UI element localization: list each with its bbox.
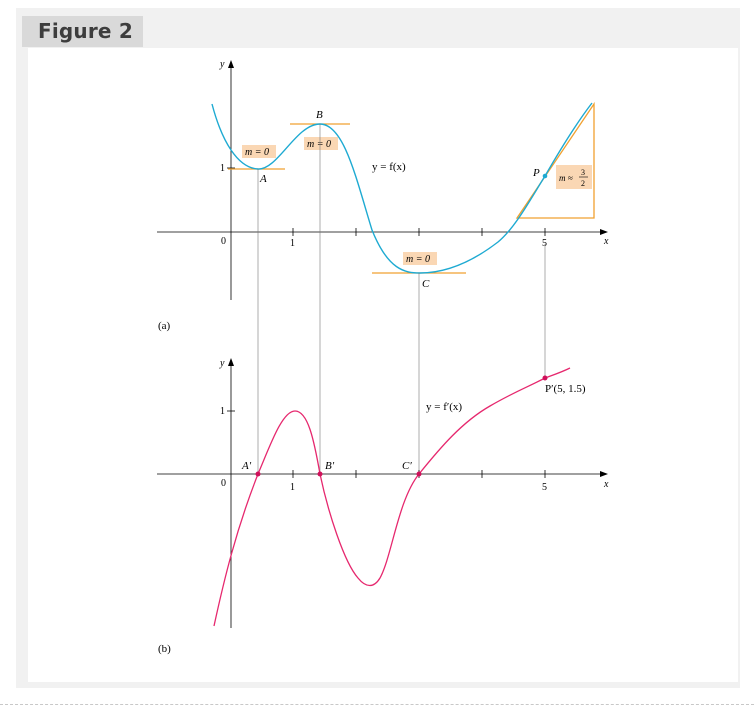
f-prime-curve-label: y = f′(x)	[426, 401, 462, 413]
panel-a: y x 0 1 5 1 m = 0 m = 0 m = 0 m ≈	[157, 59, 609, 332]
slope-label-c: m = 0	[406, 254, 430, 265]
guide-lines	[257, 124, 546, 474]
point-label-a: A	[259, 173, 267, 185]
x-tick-label-1-b: 1	[290, 482, 295, 493]
x-tick-label-5-a: 5	[542, 238, 547, 249]
f-curve	[211, 102, 593, 274]
y-axis-arrow-a	[228, 60, 234, 68]
point-label-c: C	[422, 278, 430, 290]
figure-panel	[28, 48, 738, 682]
slope-box-a	[242, 145, 276, 158]
slope-p-denominator: 2	[581, 179, 585, 188]
y-axis-label-a: y	[219, 59, 225, 70]
x-ticks-a	[227, 167, 546, 236]
y-axis-label-b: y	[219, 358, 225, 369]
x-axis-arrow-a	[600, 229, 608, 235]
x-tick-label-5-b: 5	[542, 482, 547, 493]
panel-a-label: (a)	[158, 320, 171, 332]
point-label-c-prime: C′	[402, 460, 412, 472]
slope-label-b: m = 0	[307, 139, 331, 150]
origin-label-a: 0	[221, 236, 226, 247]
bottom-divider	[0, 704, 754, 705]
y-tick-label-1-a: 1	[220, 163, 225, 174]
origin-label-b: 0	[221, 478, 226, 489]
point-a-prime	[255, 471, 261, 477]
x-axis-label-a: x	[603, 236, 609, 247]
slope-label-a: m = 0	[245, 147, 269, 158]
figure-label: Figure 2	[22, 16, 143, 47]
point-p-prime	[542, 375, 548, 381]
x-axis-arrow-b	[600, 471, 608, 477]
point-label-a-prime: A′	[241, 460, 252, 472]
point-label-p-prime: P′(5, 1.5)	[545, 383, 586, 395]
y-tick-label-1-b: 1	[220, 406, 225, 417]
y-axis-arrow-b	[228, 358, 234, 366]
point-c-prime	[416, 471, 422, 477]
point-b-prime	[317, 471, 323, 477]
point-p	[542, 173, 548, 179]
panel-b-label: (b)	[158, 643, 171, 655]
slope-triangle-p	[515, 101, 595, 219]
slope-box-b	[304, 137, 338, 150]
point-label-p: P	[532, 167, 540, 179]
f-prime-curve	[213, 367, 571, 627]
panel-b: y x 0 1 5 1 A′ B′ C′ P′(5, 1.5) y = f′(x…	[157, 358, 609, 655]
x-ticks-b	[227, 410, 546, 478]
slope-label-p: m ≈	[559, 173, 573, 183]
x-tick-label-1-a: 1	[290, 238, 295, 249]
f-curve-label: y = f(x)	[372, 161, 406, 173]
slope-p-numerator: 3	[581, 168, 585, 177]
x-axis-label-b: x	[603, 479, 609, 490]
point-label-b: B	[316, 109, 323, 121]
point-label-b-prime: B′	[325, 460, 335, 472]
slope-box-c	[403, 252, 437, 265]
